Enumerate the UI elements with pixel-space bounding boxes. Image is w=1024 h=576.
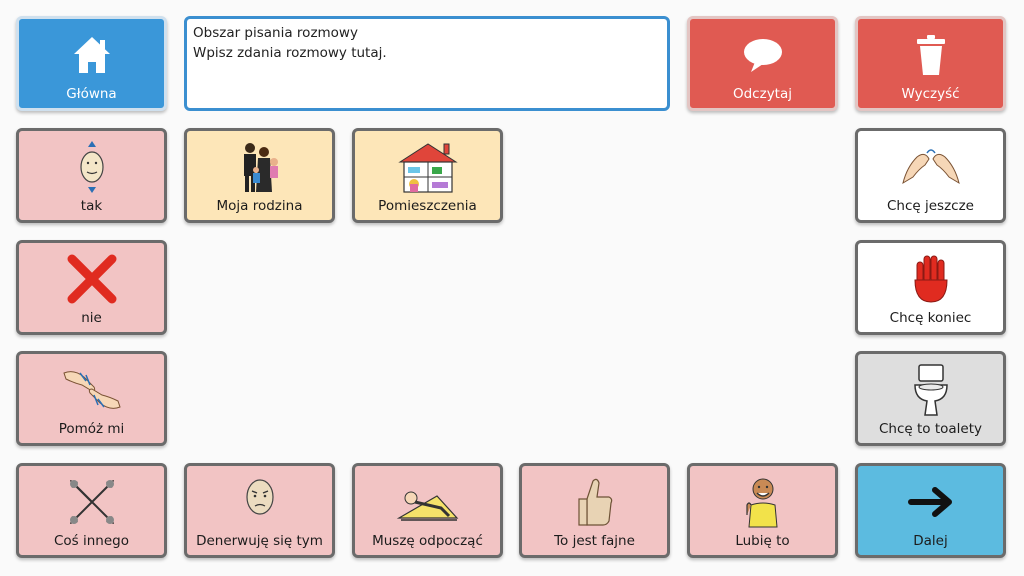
want-stop-label: Chcę koniec [889,310,972,326]
rooms-label: Pomieszczenia [378,198,477,214]
next-label: Dalej [913,533,948,549]
something-else-label: Coś innego [53,533,129,549]
home-label: Główna [66,86,117,102]
textarea-title: Obszar pisania rozmowy [193,25,358,41]
read-aloud-label: Odczytaj [732,86,792,102]
something-else-button[interactable]: Coś innego [16,463,167,558]
red-x-icon [19,251,164,307]
annoyed-button[interactable]: Denerwuję się tym [184,463,335,558]
my-family-label: Moja rodzina [216,198,303,214]
resting-person-icon [355,474,500,530]
i-like-it-label: Lubię to [735,533,790,549]
want-more-label: Chcę jeszcze [887,198,974,214]
more-sign-hands-icon [858,139,1003,195]
home-button[interactable]: Główna [16,16,167,111]
help-me-button[interactable]: Pomóż mi [16,351,167,446]
help-me-label: Pomóż mi [58,421,125,437]
textarea-placeholder: Wpisz zdania rozmowy tutaj. [193,45,387,61]
conversation-textarea[interactable]: Obszar pisania rozmowy Wpisz zdania rozm… [184,16,670,111]
want-more-button[interactable]: Chcę jeszcze [855,128,1006,223]
thumbs-up-icon [522,474,667,530]
yes-label: tak [80,198,103,214]
speech-bubble-icon [690,27,835,83]
arrow-right-icon [858,474,1003,530]
annoyed-face-icon [187,474,332,520]
helping-hands-icon [19,362,164,418]
read-aloud-button[interactable]: Odczytaj [687,16,838,111]
no-label: nie [81,310,102,326]
need-rest-button[interactable]: Muszę odpocząć [352,463,503,558]
clear-label: Wyczyść [901,86,960,102]
rooms-button[interactable]: Pomieszczenia [352,128,503,223]
its-cool-label: To jest fajne [554,533,635,549]
happy-person-icon [690,474,835,530]
need-rest-label: Muszę odpocząć [372,533,483,549]
next-button[interactable]: Dalej [855,463,1006,558]
family-icon [187,139,332,195]
no-button[interactable]: nie [16,240,167,335]
want-stop-button[interactable]: Chcę koniec [855,240,1006,335]
toilet-label: Chcę to toalety [878,421,982,437]
its-cool-button[interactable]: To jest fajne [519,463,670,558]
house-rooms-icon [355,139,500,195]
annoyed-label: Denerwuję się tym [196,533,323,549]
scatter-arrows-icon [19,474,164,530]
nodding-face-icon [19,139,164,195]
home-icon [19,27,164,83]
clear-button[interactable]: Wyczyść [855,16,1006,111]
trash-icon [858,27,1003,83]
stop-hand-icon [858,251,1003,307]
i-like-it-button[interactable]: Lubię to [687,463,838,558]
yes-button[interactable]: tak [16,128,167,223]
toilet-button[interactable]: Chcę to toalety [855,351,1006,446]
my-family-button[interactable]: Moja rodzina [184,128,335,223]
toilet-icon [858,362,1003,418]
